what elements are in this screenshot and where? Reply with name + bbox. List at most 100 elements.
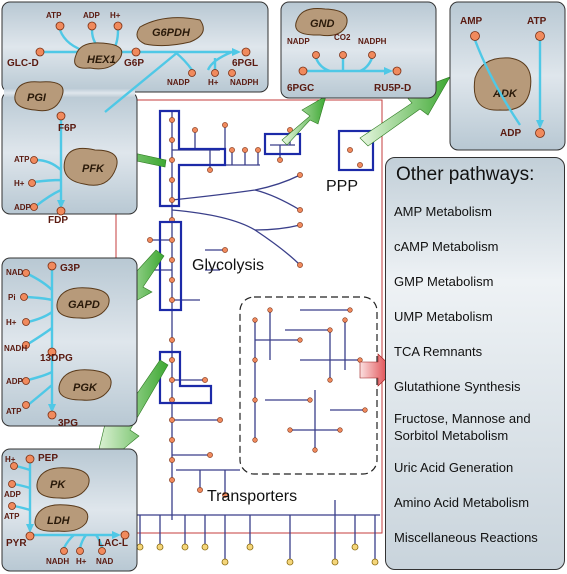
hex1-enzyme-shape <box>74 42 123 70</box>
metabolite-node <box>327 377 333 383</box>
metabolite-node <box>169 237 175 243</box>
transporter-nodes <box>136 543 379 566</box>
panel-hexokinase: HEX1 G6PDH PGI PFK ATP ADP H+ GLC-D G6P … <box>1 1 269 226</box>
metabolite-node <box>169 357 175 363</box>
metabolite-node <box>351 543 359 551</box>
pgi-enzyme-shape <box>14 81 64 112</box>
metabolite-label: NADPH <box>358 37 387 46</box>
metabolite-label: 6PGC <box>287 83 314 94</box>
metabolite-node <box>169 337 175 343</box>
metabolite-node <box>297 337 303 343</box>
metabolite-label: H+ <box>6 318 17 327</box>
pathway-item: cAMP Metabolism <box>394 239 499 254</box>
metabolite-node <box>22 269 30 277</box>
metabolite-node <box>169 417 175 423</box>
adk-label: ADK <box>492 88 518 100</box>
metabolite-node <box>357 162 363 168</box>
metabolite-node <box>207 167 213 173</box>
metabolite-node <box>10 462 18 470</box>
metabolite-node <box>222 122 228 128</box>
metabolite-label: G3P <box>60 263 80 274</box>
metabolite-label: ATP <box>4 512 20 521</box>
metabolite-node <box>87 21 97 31</box>
metabolite-label: ADP <box>83 11 101 20</box>
metabolite-node <box>312 447 318 453</box>
metabolite-label: NADPH <box>230 78 259 87</box>
metabolite-node <box>156 543 164 551</box>
pathway-item: Miscellaneous Reactions <box>394 530 538 545</box>
metabolite-node <box>169 197 175 203</box>
metabolite-node <box>252 317 258 323</box>
other-pathways-panel: Other pathways: AMP Metabolism cAMP Meta… <box>385 157 565 570</box>
metabolite-node <box>222 247 228 253</box>
metabolite-label: CO2 <box>334 33 351 42</box>
gapd-label: GAPD <box>68 299 100 311</box>
metabolite-label: ADP <box>14 203 32 212</box>
metabolite-label: NADH <box>46 557 69 566</box>
metabolite-label: NADH <box>4 344 27 353</box>
metabolite-node <box>76 547 84 555</box>
other-pathways-title: Other pathways: <box>396 164 535 185</box>
metabolite-label: GLC-D <box>7 58 39 69</box>
panel-adk: ADK AMP ATP ADP <box>449 1 566 151</box>
metabolite-node <box>286 558 294 566</box>
metabolite-node <box>211 69 219 77</box>
ldh-label: LDH <box>47 515 71 527</box>
metabolite-node <box>8 480 16 488</box>
g6pdh-label: G6PDH <box>152 27 191 39</box>
metabolite-node <box>60 547 68 555</box>
pathway-item: Uric Acid Generation <box>394 460 514 475</box>
metabolite-node <box>347 307 353 313</box>
metabolite-node <box>169 137 175 143</box>
metabolite-node <box>30 203 38 211</box>
panel-gnd: GND NADP CO2 NADPH 6PGC RU5P-D <box>280 1 437 99</box>
metabolite-node <box>327 327 333 333</box>
metabolite-label: H+ <box>208 78 219 87</box>
metabolite-label: H+ <box>14 179 25 188</box>
metabolite-node <box>535 128 545 138</box>
metabolite-node <box>22 318 30 326</box>
selection-gnd <box>263 132 302 156</box>
metabolite-node <box>337 427 343 433</box>
metabolite-node <box>252 357 258 363</box>
metabolite-node <box>113 21 123 31</box>
metabolite-node <box>342 317 348 323</box>
metabolite-label: ATP <box>46 11 62 20</box>
gnd-label: GND <box>310 18 335 30</box>
metabolite-node <box>25 454 35 464</box>
metabolite-node <box>169 257 175 263</box>
metabolite-label: ADP <box>4 490 22 499</box>
other-pathways-cluster <box>239 296 378 475</box>
metabolite-node <box>56 111 66 121</box>
metabolite-node <box>30 156 38 164</box>
pathway-item: Glutathione Synthesis <box>394 379 521 394</box>
pathway-item: Amino Acid Metabolism <box>394 495 530 510</box>
metabolite-node <box>120 530 130 540</box>
metabolite-node <box>169 457 175 463</box>
metabolite-label: NAD <box>96 557 114 566</box>
metabolite-label: Pi <box>8 293 16 302</box>
metabolite-label: 3PG <box>58 418 78 429</box>
metabolite-label: ATP <box>6 407 22 416</box>
metabolite-node <box>169 157 175 163</box>
pfk-label: PFK <box>82 163 105 175</box>
metabolite-node <box>307 397 313 403</box>
metabolite-label: ATP <box>527 16 547 27</box>
metabolite-label: RU5P-D <box>374 83 411 94</box>
metabolite-label: ATP <box>14 155 30 164</box>
metabolite-node <box>47 261 57 271</box>
metabolite-label: ADP <box>6 377 24 386</box>
metabolite-node <box>169 437 175 443</box>
metabolite-node <box>221 558 229 566</box>
metabolite-node <box>35 47 45 57</box>
metabolite-node <box>169 177 175 183</box>
metabolite-node <box>192 127 198 133</box>
metabolite-node <box>252 437 258 443</box>
pathway-item: Fructose, Mannose and Sorbitol Metabolis… <box>394 411 531 443</box>
metabolite-node <box>228 69 236 77</box>
metabolite-label: ADP <box>500 128 521 139</box>
metabolite-node <box>331 558 339 566</box>
metabolite-label: FDP <box>48 215 68 226</box>
selection-adk <box>337 129 375 172</box>
network-edges <box>120 110 380 560</box>
